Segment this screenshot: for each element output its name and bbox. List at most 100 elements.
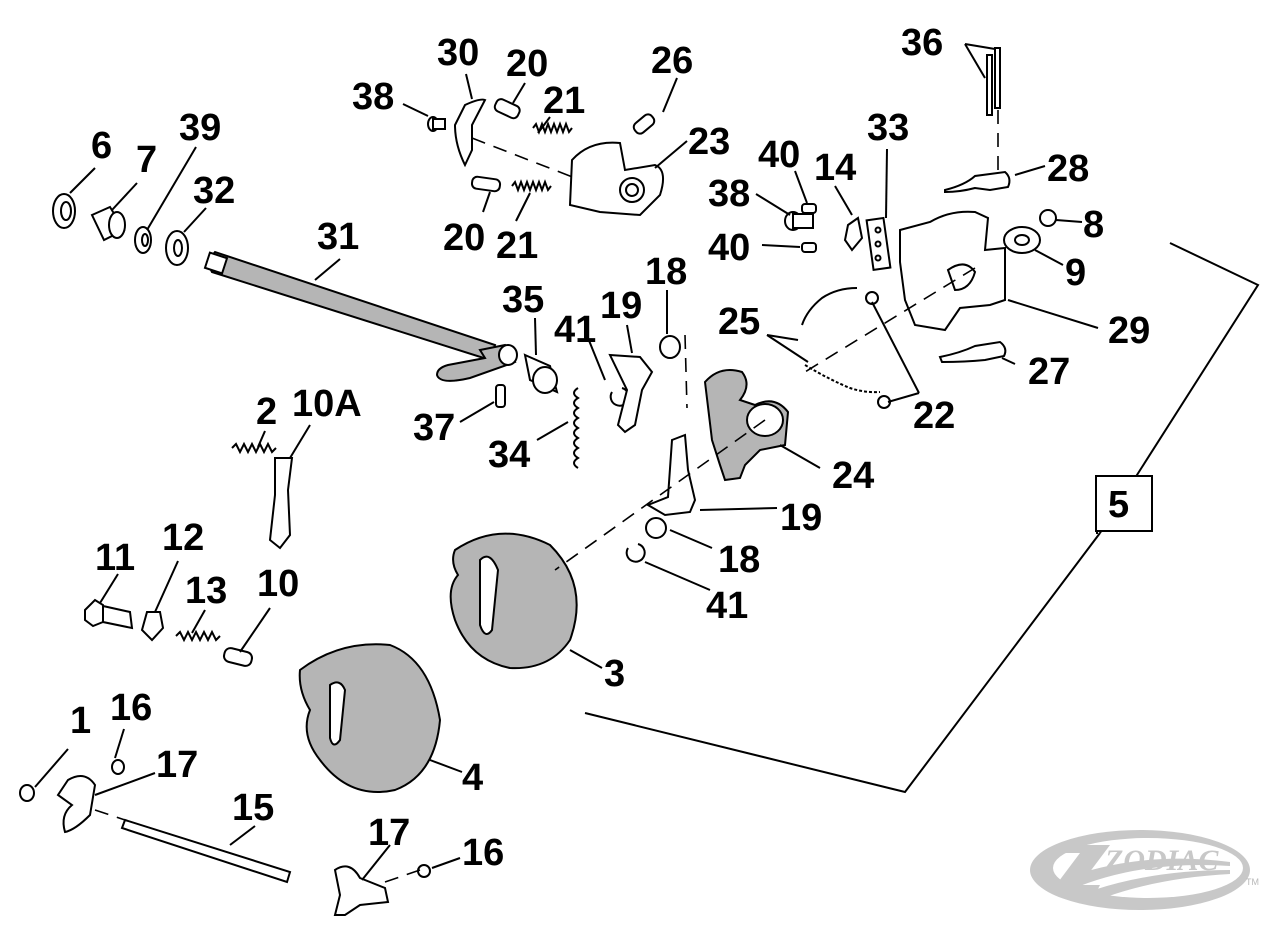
zodiac-logo: ZODIAC TM <box>1030 830 1259 910</box>
part-16-screw-left <box>111 759 125 775</box>
callout-30: 30 <box>437 32 479 74</box>
part-32-washer <box>165 230 189 266</box>
part-2-spring <box>231 441 277 455</box>
callout-26: 26 <box>651 40 693 82</box>
part-30-pawl-cam <box>453 98 487 168</box>
logo-trademark: TM <box>1246 877 1259 887</box>
callout-5: 5 <box>1108 484 1129 526</box>
part-31-shift-shaft <box>203 250 518 382</box>
part-14-retainer <box>843 216 864 252</box>
callout-40-lower: 40 <box>708 227 750 269</box>
assembly-centerlines <box>94 110 999 883</box>
callout-24: 24 <box>832 455 874 497</box>
callout-20-upper: 20 <box>506 43 548 85</box>
callout-20-lower: 20 <box>443 217 485 259</box>
part-25-spring-lower <box>804 364 881 394</box>
callout-18-upper: 18 <box>645 251 687 293</box>
callout-28: 28 <box>1047 148 1089 190</box>
part-36-pin-a <box>986 54 993 116</box>
callout-17-left: 17 <box>156 744 198 786</box>
callout-31: 31 <box>317 216 359 258</box>
part-21-spring-lower <box>511 179 552 193</box>
part-8-clip <box>1039 209 1057 227</box>
part-40-pin-upper <box>801 203 817 214</box>
callout-35: 35 <box>502 279 544 321</box>
callout-38-upper: 38 <box>352 76 394 118</box>
callout-box-5 <box>1095 475 1153 532</box>
callout-13: 13 <box>185 570 227 612</box>
part-4-cam-plate <box>298 643 442 793</box>
part-16-screw-right <box>417 864 431 878</box>
callout-10: 10 <box>257 563 299 605</box>
part-13-spring <box>175 629 221 643</box>
part-11-bolt <box>84 598 134 630</box>
leader-lines <box>34 43 1099 881</box>
part-18-washer-lower <box>645 517 667 539</box>
part-40-pin-lower <box>801 242 817 253</box>
part-18-washer-upper <box>659 335 681 359</box>
callout-1: 1 <box>70 700 91 742</box>
part-38-screw-upper <box>427 116 446 132</box>
callout-40-upper: 40 <box>758 134 800 176</box>
callout-19-upper: 19 <box>600 285 642 327</box>
part-29-shifter-housing <box>899 210 1006 332</box>
part-12-lockwasher <box>140 611 165 642</box>
part-35-bushing <box>523 353 559 394</box>
part-10a-link <box>268 457 294 550</box>
callout-21-lower: 21 <box>496 225 538 267</box>
callout-36: 36 <box>901 22 943 64</box>
logo-wordmark: ZODIAC <box>1104 844 1219 877</box>
callout-3: 3 <box>604 653 625 695</box>
part-25-spring-upper <box>801 287 858 326</box>
callout-7: 7 <box>136 139 157 181</box>
part-9-washer <box>1003 226 1041 254</box>
callouts: 1 2 3 4 5 6 7 8 9 10 10A 11 12 13 14 15 … <box>70 22 1150 874</box>
callout-12: 12 <box>162 517 204 559</box>
part-24-shifter-plate <box>703 369 790 482</box>
callout-9: 9 <box>1065 252 1086 294</box>
callout-2: 2 <box>256 391 277 433</box>
part-17-fork-right <box>333 865 390 916</box>
part-20-plunger-lower <box>470 175 502 193</box>
callout-41-upper: 41 <box>554 309 596 351</box>
callout-37: 37 <box>413 407 455 449</box>
part-33-plate <box>865 216 892 271</box>
callout-8: 8 <box>1083 204 1104 246</box>
callout-10a: 10A <box>292 383 362 425</box>
part-1-plug <box>19 784 35 802</box>
callout-38-mid: 38 <box>708 173 750 215</box>
part-19-pawl-lower <box>645 433 697 517</box>
callout-4: 4 <box>462 757 483 799</box>
callout-23: 23 <box>688 121 730 163</box>
callout-22: 22 <box>913 395 955 437</box>
callout-32: 32 <box>193 170 235 212</box>
callout-29: 29 <box>1108 310 1150 352</box>
callout-21-upper: 21 <box>543 80 585 122</box>
part-41-clip-lower <box>625 543 646 563</box>
part-38-screw-mid <box>784 211 814 231</box>
callout-15: 15 <box>232 787 274 829</box>
part-37-pin <box>495 384 506 408</box>
part-26-pin <box>632 113 656 135</box>
callout-19-lower: 19 <box>780 497 822 539</box>
callout-18-lower: 18 <box>718 539 760 581</box>
callout-34: 34 <box>488 434 530 476</box>
callout-39: 39 <box>179 107 221 149</box>
part-34-spring <box>573 387 580 469</box>
part-36-pin-b <box>994 47 1001 109</box>
part-19-pawl-upper <box>608 353 654 434</box>
part-39-washer <box>134 226 152 254</box>
callout-6: 6 <box>91 125 112 167</box>
callout-33: 33 <box>867 107 909 149</box>
callout-16-left: 16 <box>110 687 152 729</box>
part-6-seal <box>52 193 76 229</box>
part-3-cam-plate <box>449 532 578 670</box>
callout-14: 14 <box>814 147 856 189</box>
group-5-bracket <box>584 242 1260 794</box>
callout-41-lower: 41 <box>706 585 748 627</box>
part-15-fork-shaft <box>120 818 292 884</box>
callout-17-right: 17 <box>368 812 410 854</box>
part-3-slot <box>479 555 500 635</box>
callout-11: 11 <box>95 537 135 579</box>
